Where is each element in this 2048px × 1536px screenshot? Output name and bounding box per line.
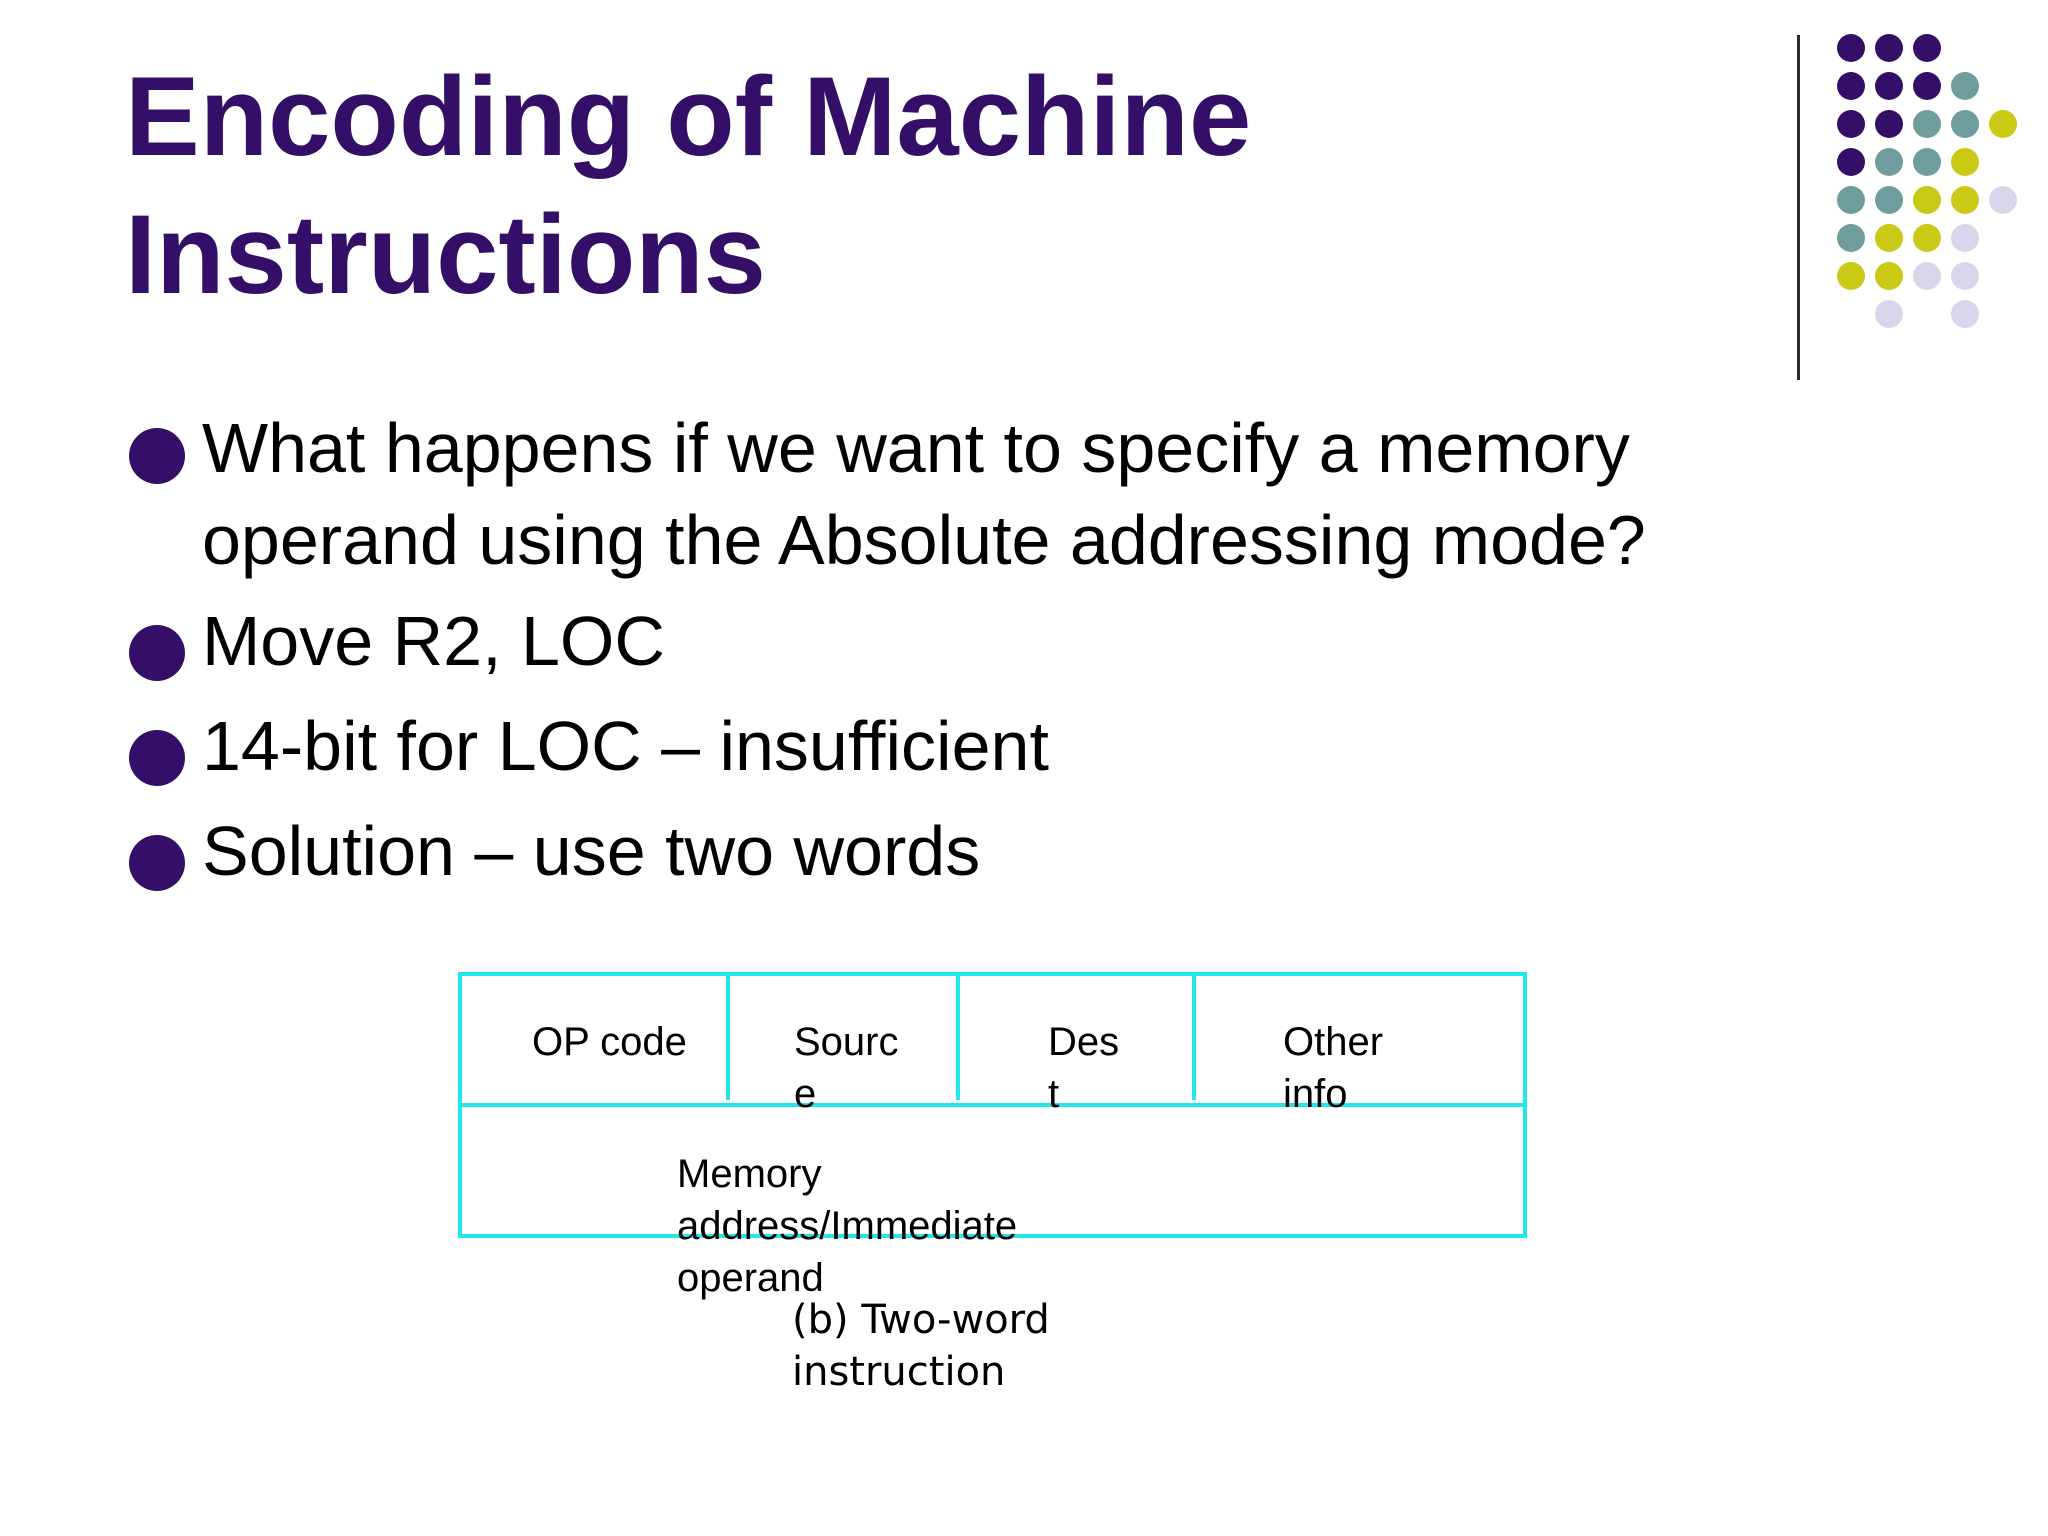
bullet-text-line: operand using the Absolute addressing mo… xyxy=(202,501,1646,579)
field-opcode: OP code xyxy=(532,1020,687,1064)
decor-dot-teal xyxy=(1913,148,1941,176)
field-divider xyxy=(956,972,960,1100)
bullet-marker xyxy=(129,428,185,484)
slide-title-line-1: Encoding of Machine xyxy=(125,54,1252,179)
decor-dot-lavender xyxy=(1951,224,1979,252)
decor-dot-purple xyxy=(1837,110,1865,138)
decor-dot-lavender xyxy=(1951,262,1979,290)
diagram-caption: (b) Two-word instruction xyxy=(792,1297,1050,1395)
bullet-marker xyxy=(129,835,185,891)
decor-dot-purple xyxy=(1875,110,1903,138)
field-memory-address: Memory address/Immediate operand xyxy=(677,1152,1018,1300)
bullet-text: Move R2, LOC xyxy=(202,602,665,680)
decor-dot-lavender xyxy=(1989,186,2017,214)
decor-dot-teal xyxy=(1875,186,1903,214)
decor-dot-yellow xyxy=(1875,224,1903,252)
decor-dot-purple xyxy=(1913,72,1941,100)
decor-dot-purple xyxy=(1875,34,1903,62)
decor-dot-teal xyxy=(1837,224,1865,252)
bullet-text: What happens if we want to specify a mem… xyxy=(202,402,1646,586)
title-divider-line xyxy=(1797,35,1800,380)
field-dest: Des t xyxy=(1048,1020,1120,1116)
slide-title-line-2: Instructions xyxy=(125,192,766,317)
decor-dot-yellow xyxy=(1875,262,1903,290)
decor-dot-purple xyxy=(1837,72,1865,100)
field-source: Sourc e xyxy=(794,1020,899,1116)
decor-dot-yellow xyxy=(1951,148,1979,176)
decor-dot-teal xyxy=(1951,110,1979,138)
decor-dot-purple xyxy=(1875,72,1903,100)
bullet-marker xyxy=(129,625,185,681)
bullet-marker xyxy=(129,730,185,786)
field-divider xyxy=(1192,972,1196,1100)
decor-dot-teal xyxy=(1875,148,1903,176)
decor-dot-yellow xyxy=(1951,186,1979,214)
decor-dot-purple xyxy=(1913,34,1941,62)
field-divider xyxy=(726,972,730,1100)
decor-dot-lavender xyxy=(1913,262,1941,290)
field-other-info: Other info xyxy=(1283,1020,1384,1116)
bullet-text-line: What happens if we want to specify a mem… xyxy=(202,409,1630,487)
decor-dot-lavender xyxy=(1875,300,1903,328)
bullet-text: Solution – use two words xyxy=(202,812,981,890)
decor-dot-lavender xyxy=(1951,300,1979,328)
decor-dot-purple xyxy=(1837,34,1865,62)
decor-dot-yellow xyxy=(1913,224,1941,252)
decor-dot-yellow xyxy=(1837,262,1865,290)
slide-title: Encoding of Machine Instructions xyxy=(125,48,1251,324)
decor-dot-teal xyxy=(1837,186,1865,214)
decor-dot-teal xyxy=(1913,110,1941,138)
decor-dot-purple xyxy=(1837,148,1865,176)
decor-dot-teal xyxy=(1951,72,1979,100)
instruction-word-2 xyxy=(458,1103,1527,1238)
bullet-text: 14-bit for LOC – insufficient xyxy=(202,707,1049,785)
decor-dot-yellow xyxy=(1913,186,1941,214)
decor-dot-yellow xyxy=(1989,110,2017,138)
